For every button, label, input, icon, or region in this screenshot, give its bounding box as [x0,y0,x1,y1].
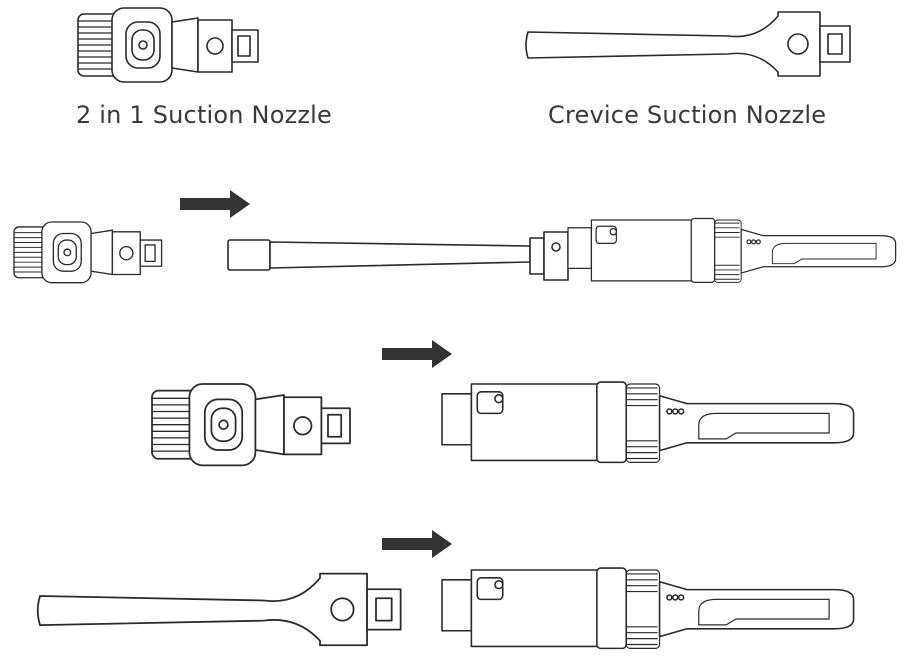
crevice-nozzle-row3 [36,572,402,647]
vacuum-body-row2 [441,381,855,464]
crevice-nozzle-top [525,11,851,77]
arrow-right-icon [180,190,250,218]
arrow-right-icon [382,340,452,368]
nozzle-2in1-top [78,8,258,82]
label-crevice-suction-nozzle: Crevice Suction Nozzle [548,101,827,129]
label-2in1-suction-nozzle: 2 in 1 Suction Nozzle [76,101,333,129]
vacuum-body-row3 [441,567,855,650]
vacuum-body-row1 [567,217,897,284]
nozzle-2in1-row1 [14,222,162,283]
extension-wand [227,231,569,281]
nozzle-2in1-row2 [152,384,350,465]
arrow-right-icon [382,530,452,558]
